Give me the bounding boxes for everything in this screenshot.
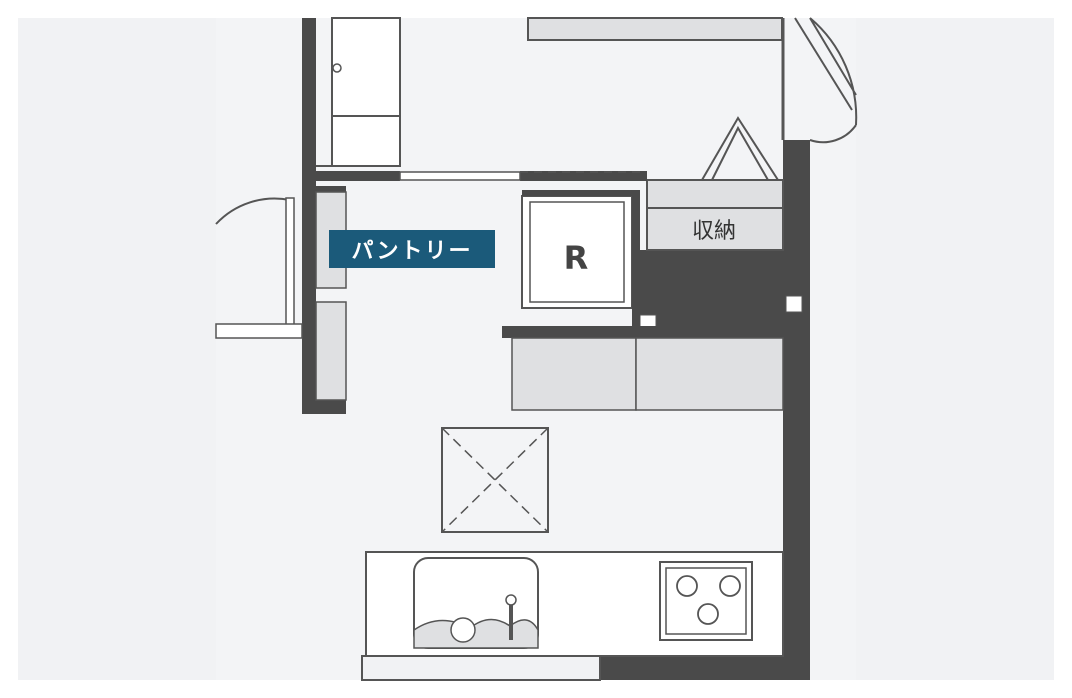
- folding-door-inner-icon: [711, 125, 769, 181]
- cabinet-unit: [511, 337, 637, 411]
- cabinet-unit: [635, 337, 784, 411]
- folding-door-icon: [701, 116, 779, 181]
- pantry-shelf-lower: [315, 301, 347, 401]
- left-wall-lower: [302, 334, 316, 414]
- right-wall-strip: [783, 140, 810, 680]
- tall-cabinet: [331, 17, 401, 167]
- top-counter: [527, 17, 783, 41]
- faucet-head: [505, 594, 517, 606]
- counter-wall: [502, 326, 784, 338]
- fridge-label: R: [563, 239, 589, 277]
- door-threshold: [215, 323, 303, 339]
- pantry-wall: [316, 186, 346, 192]
- storage-label: 収納: [691, 219, 736, 244]
- left-wall-upper: [302, 18, 316, 334]
- pantry-label: パントリー: [329, 230, 495, 268]
- door-swing-icon: [215, 197, 291, 225]
- skylight-icon: [441, 427, 549, 533]
- door-leaf: [794, 17, 853, 111]
- door-swing-icon: [809, 17, 858, 126]
- stove-burner-icon: [719, 575, 741, 597]
- handle-icon: [332, 63, 342, 73]
- storage-cabinet: [646, 179, 784, 251]
- door-leaf: [285, 197, 295, 327]
- counter-lower-edge: [361, 655, 601, 681]
- sink-basin: [413, 618, 539, 649]
- door-arc: [809, 124, 857, 144]
- drain-icon: [450, 617, 476, 643]
- fridge-inner: [529, 201, 625, 303]
- left-wall-foot: [302, 400, 346, 414]
- skylight-diagonal: [441, 427, 549, 533]
- window: [399, 171, 521, 181]
- skylight-diagonal: [441, 427, 549, 533]
- fridge-side-wall: [632, 190, 640, 330]
- column-marker: [785, 295, 803, 313]
- stove-burner-icon: [697, 603, 719, 625]
- fridge-wall: [522, 190, 638, 196]
- right-wall: [600, 140, 810, 680]
- stove-burner-icon: [676, 575, 698, 597]
